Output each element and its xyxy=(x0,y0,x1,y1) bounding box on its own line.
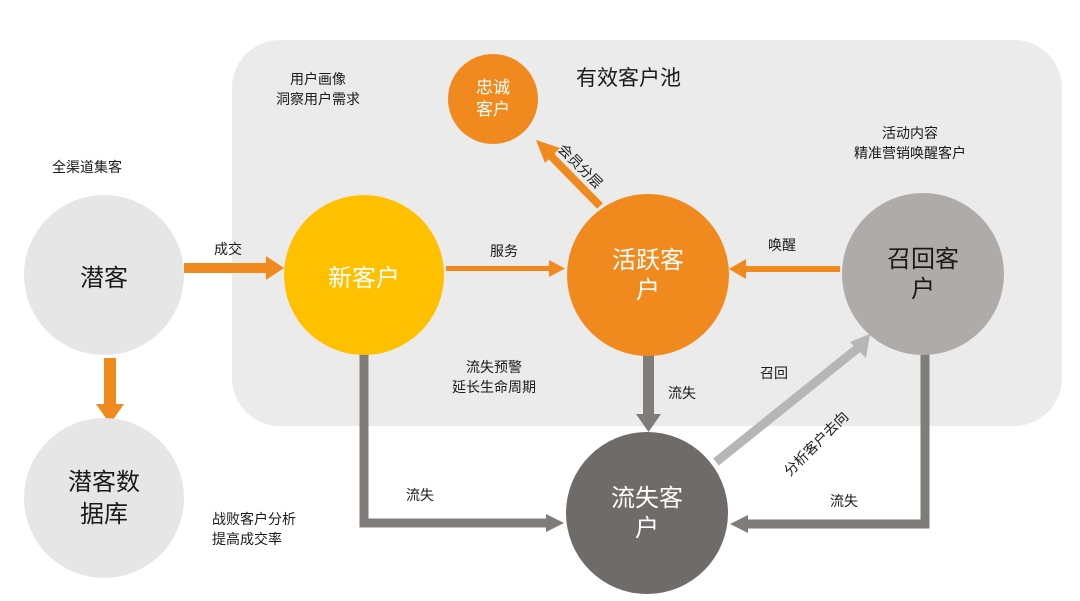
arrow-prospect-to-database xyxy=(96,358,124,424)
arrow-service xyxy=(446,260,565,277)
loyal-customer-label-1: 忠诚 xyxy=(476,78,510,98)
defeat-line-1: 战败客户分析 xyxy=(212,512,296,528)
churn-right-label: 流失 xyxy=(830,494,858,510)
loyal-customer-label-2: 客户 xyxy=(476,100,510,120)
activity-line-1: 活动内容 xyxy=(882,126,938,142)
loyal-customer-node[interactable]: 忠诚 客户 xyxy=(448,54,538,144)
recall-customer-label-2: 户 xyxy=(911,275,935,303)
deal-label: 成交 xyxy=(214,242,242,258)
persona-note: 用户画像 洞察用户需求 xyxy=(276,70,360,110)
prospect-database-label-1: 潜客数 xyxy=(68,468,140,496)
defeat-line-2: 提高成交率 xyxy=(212,532,282,548)
persona-line-1: 用户画像 xyxy=(290,72,346,88)
wake-label: 唤醒 xyxy=(768,238,796,254)
service-label: 服务 xyxy=(490,244,518,260)
persona-line-2: 洞察用户需求 xyxy=(276,92,360,108)
omnichannel-label: 全渠道集客 xyxy=(52,160,122,176)
prospect-node[interactable]: 潜客 xyxy=(24,195,184,355)
activity-note: 活动内容 精准营销唤醒客户 xyxy=(854,124,966,164)
arrow-wake xyxy=(729,259,840,279)
active-customer-label-1: 活跃客 xyxy=(612,246,684,274)
arrow-membership xyxy=(536,140,603,209)
prospect-label: 潜客 xyxy=(80,263,128,292)
lost-customer-label-1: 流失客 xyxy=(611,484,683,512)
arrow-churn-right xyxy=(730,352,930,533)
new-customer-node[interactable]: 新客户 xyxy=(284,195,444,355)
prospect-database-node[interactable]: 潜客数 据库 xyxy=(24,418,184,578)
arrow-analyze xyxy=(713,334,870,466)
lost-customer-label-2: 户 xyxy=(635,514,659,542)
recall-customer-label-1: 召回客 xyxy=(887,245,959,273)
recall-customer-node[interactable]: 召回客 户 xyxy=(842,193,1004,355)
active-customer-node[interactable]: 活跃客 户 xyxy=(567,194,729,356)
lost-customer-node[interactable]: 流失客 户 xyxy=(566,432,728,594)
recall-label: 召回 xyxy=(760,366,788,382)
churn-warning-line-2: 延长生命周期 xyxy=(452,380,536,396)
arrow-churn-left xyxy=(359,350,564,532)
active-customer-label-2: 户 xyxy=(636,276,660,304)
activity-line-2: 精准营销唤醒客户 xyxy=(854,146,966,162)
defeat-note: 战败客户分析 提高成交率 xyxy=(212,510,296,550)
churn-warning-note: 流失预警 延长生命周期 xyxy=(452,358,536,398)
prospect-database-label-2: 据库 xyxy=(80,500,128,528)
churn-mid-label: 流失 xyxy=(668,386,696,402)
pool-title: 有效客户池 xyxy=(576,66,681,90)
churn-left-label: 流失 xyxy=(406,488,434,504)
new-customer-label: 新客户 xyxy=(328,263,400,292)
arrow-churn-mid xyxy=(636,352,661,432)
arrow-deal xyxy=(184,256,284,280)
churn-warning-line-1: 流失预警 xyxy=(466,360,522,376)
